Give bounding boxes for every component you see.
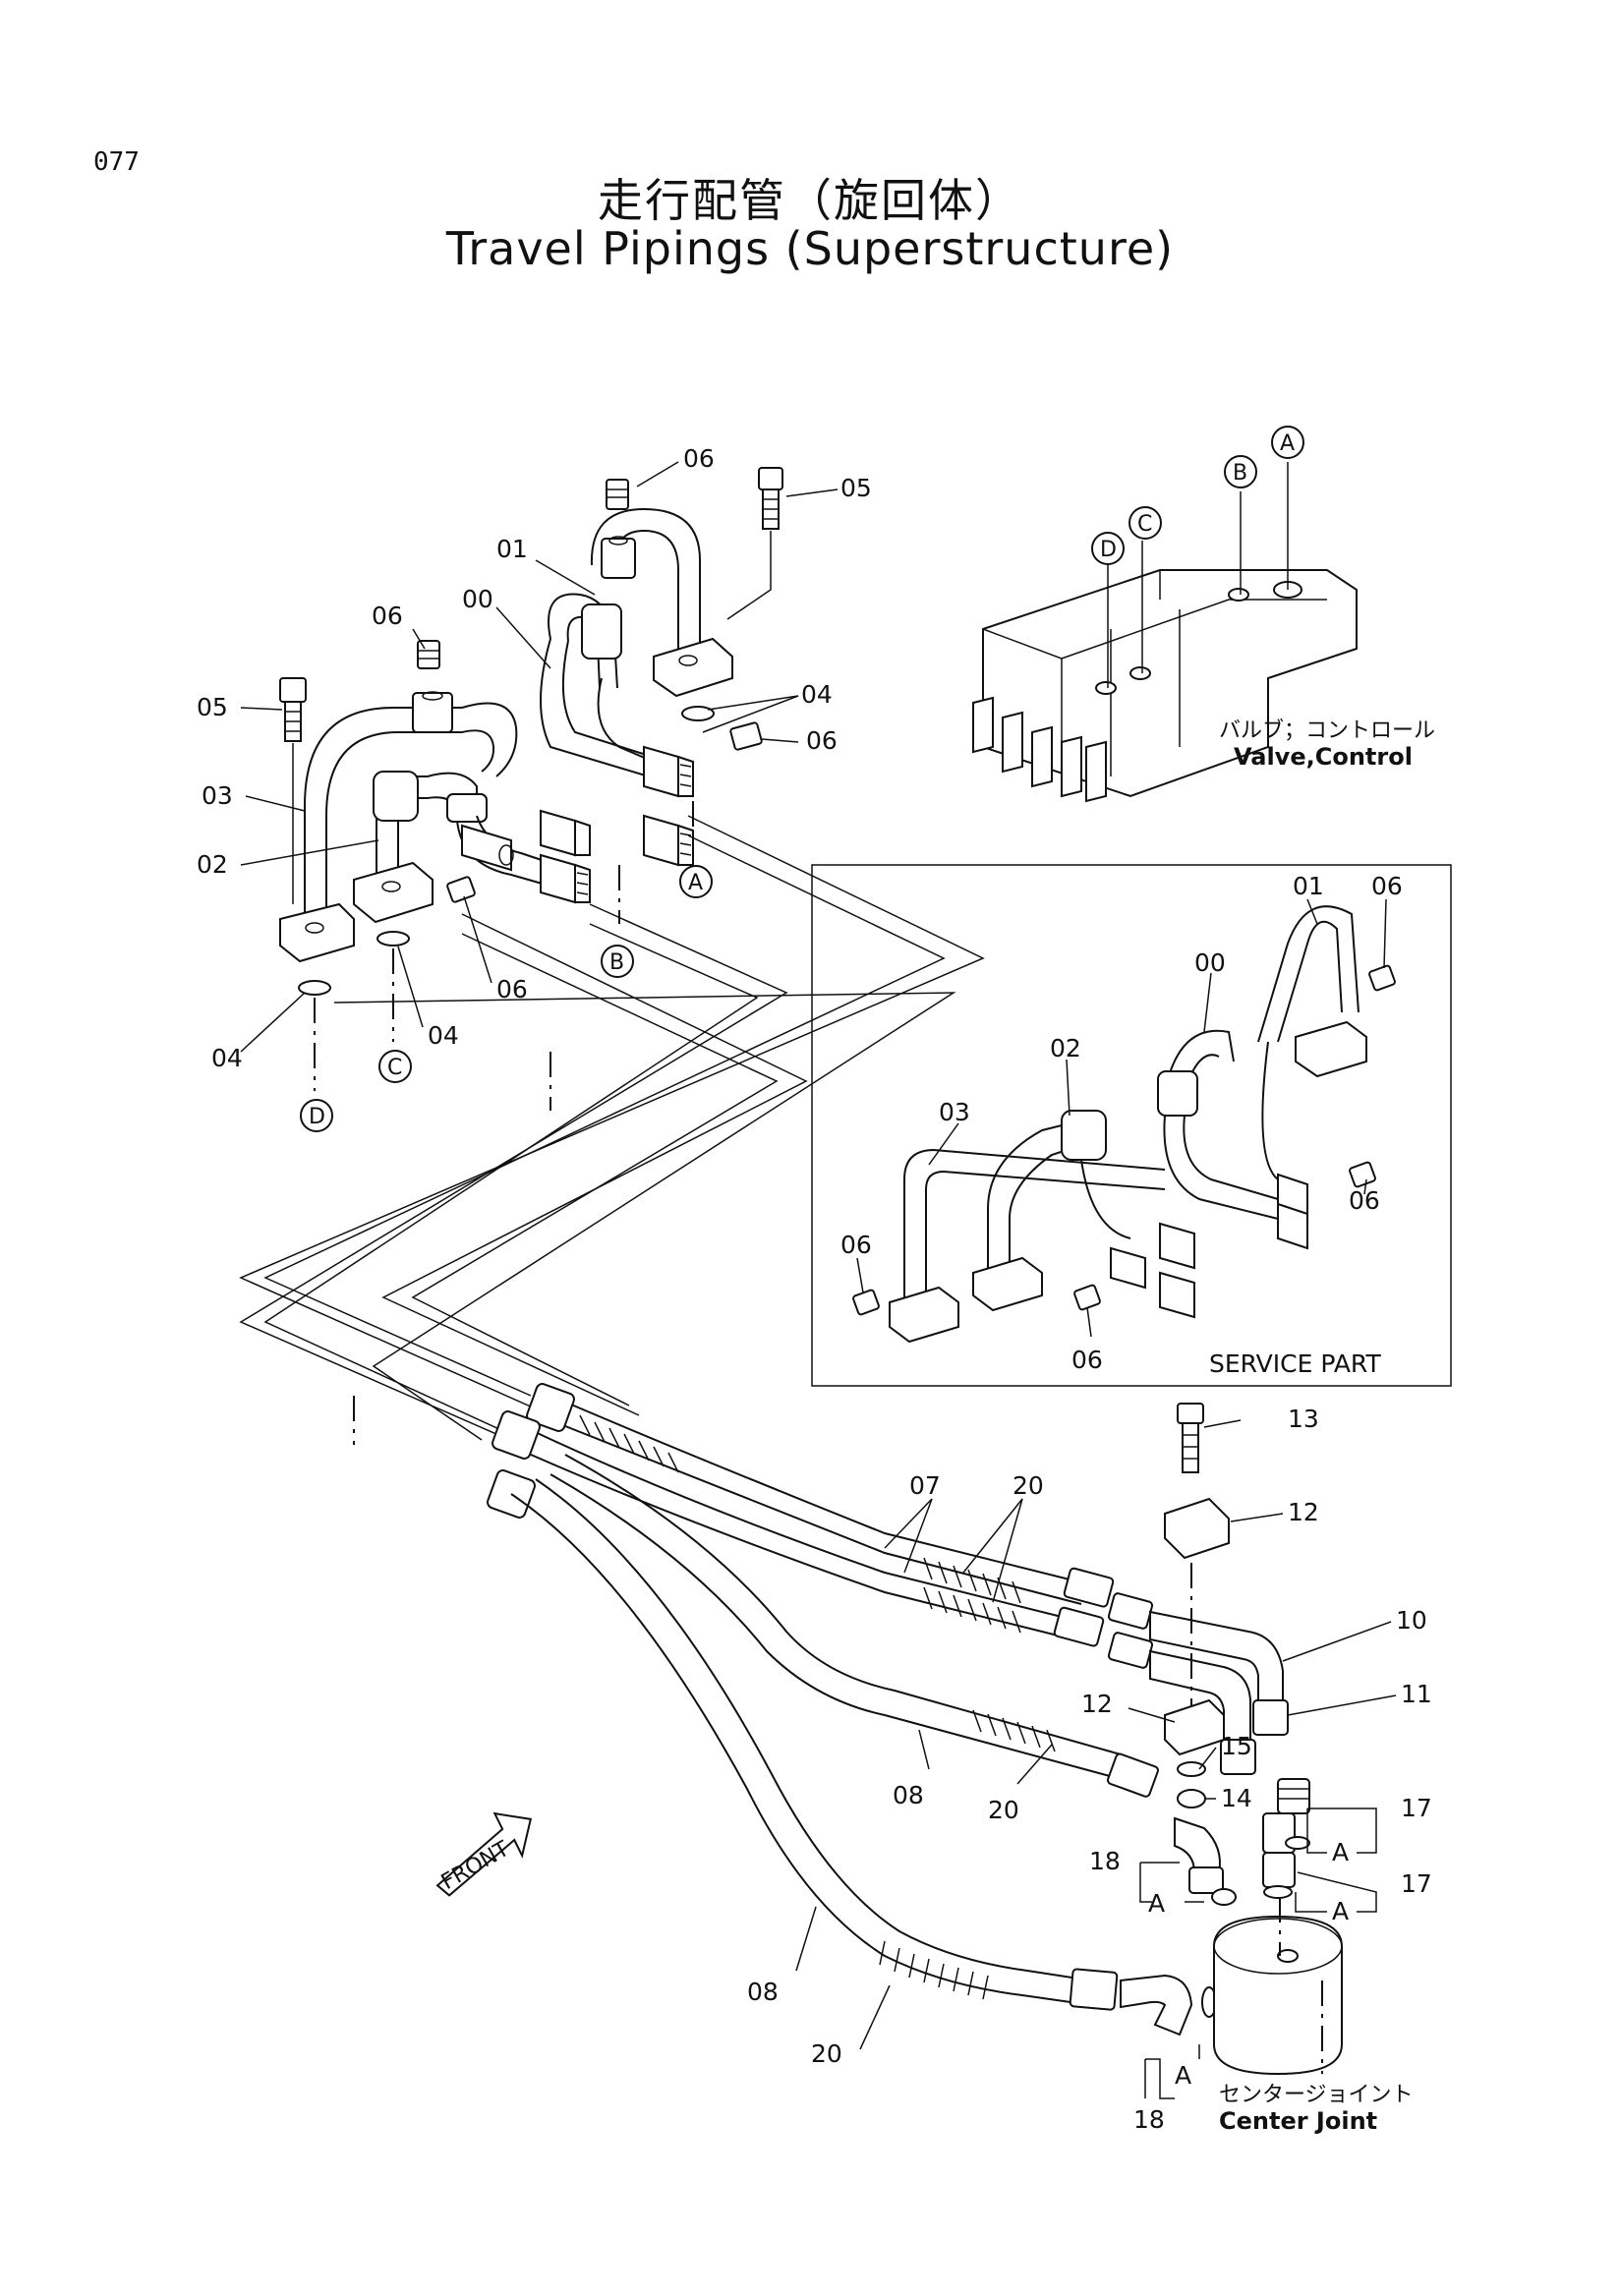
- label-17-upper: 17: [1401, 1794, 1432, 1822]
- label-04-right: 04: [801, 680, 833, 709]
- control-valve: [972, 462, 1358, 803]
- label-10: 10: [1396, 1606, 1427, 1635]
- label-13: 13: [1288, 1405, 1319, 1433]
- label-11: 11: [1401, 1680, 1432, 1708]
- port-tag-a-pipe: A: [679, 865, 713, 898]
- port-tag-c-valve: C: [1128, 506, 1162, 540]
- label-07: 07: [909, 1471, 941, 1500]
- label-03: 03: [202, 781, 233, 810]
- label-15: 15: [1221, 1732, 1252, 1760]
- label-20-lower: 20: [811, 2039, 842, 2068]
- svg-text:C: C: [387, 1056, 402, 1080]
- label-06-lower: 06: [496, 975, 528, 1004]
- label-04-middle: 04: [428, 1021, 459, 1050]
- svg-text:D: D: [1100, 538, 1117, 562]
- label-service-03: 03: [939, 1098, 970, 1126]
- label-14: 14: [1221, 1784, 1252, 1812]
- label-02: 02: [197, 850, 228, 879]
- front-arrow: FRONT: [435, 1811, 533, 1897]
- label-service-06-top: 06: [1371, 872, 1403, 900]
- service-part-box: [811, 864, 1452, 1387]
- port-tag-d-valve: D: [1091, 532, 1125, 565]
- label-a-17-lower: A: [1332, 1897, 1349, 1925]
- label-20-middle: 20: [988, 1796, 1019, 1824]
- port-tag-b-valve: B: [1224, 455, 1257, 488]
- port-tag-d-pipe: D: [300, 1099, 333, 1132]
- center-joint-caption-jp: センタージョイント: [1219, 2083, 1414, 2107]
- label-18-lower: 18: [1133, 2105, 1165, 2134]
- valve-caption-jp: バルブ；コントロール: [1219, 718, 1435, 743]
- hose-assembly: [487, 1383, 1343, 2076]
- label-06-top: 06: [683, 444, 715, 473]
- center-joint-caption-en: Center Joint: [1219, 2107, 1377, 2135]
- service-part-label: SERVICE PART: [1209, 1349, 1381, 1378]
- label-00: 00: [462, 585, 493, 613]
- pipe-assembly-upper: [279, 467, 783, 1091]
- label-05-top: 05: [840, 474, 872, 502]
- label-04-left: 04: [211, 1044, 243, 1072]
- port-tag-b-pipe: B: [601, 945, 634, 978]
- label-20-top: 20: [1012, 1471, 1044, 1500]
- valve-caption-en: Valve,Control: [1234, 743, 1413, 771]
- label-service-06-right: 06: [1349, 1186, 1380, 1215]
- page-number: 077: [93, 147, 140, 177]
- label-service-01: 01: [1293, 872, 1324, 900]
- label-06-left-top: 06: [372, 602, 403, 630]
- title-english: Travel Pipings (Superstructure): [445, 222, 1175, 275]
- label-08-middle: 08: [893, 1781, 924, 1809]
- label-18-middle: 18: [1089, 1847, 1121, 1875]
- label-12-lower: 12: [1081, 1690, 1113, 1718]
- svg-text:D: D: [309, 1105, 325, 1129]
- label-12-top: 12: [1288, 1498, 1319, 1526]
- svg-text:B: B: [609, 950, 624, 975]
- label-service-02: 02: [1050, 1034, 1081, 1062]
- port-tag-c-pipe: C: [378, 1050, 412, 1083]
- svg-text:C: C: [1137, 512, 1152, 537]
- label-a-lower: A: [1175, 2061, 1191, 2090]
- label-05-left: 05: [197, 693, 228, 721]
- label-06-right: 06: [806, 726, 838, 755]
- svg-text:A: A: [1280, 431, 1295, 456]
- label-08-lower: 08: [747, 1978, 779, 2006]
- svg-text:A: A: [688, 871, 703, 895]
- label-service-00: 00: [1194, 948, 1226, 977]
- port-tag-a-valve: A: [1271, 426, 1304, 459]
- label-a-middle: A: [1148, 1889, 1165, 1918]
- label-service-06-left: 06: [840, 1231, 872, 1259]
- label-01: 01: [496, 535, 528, 563]
- label-service-06-bottom: 06: [1071, 1346, 1103, 1374]
- front-label: FRONT: [437, 1837, 514, 1896]
- title-japanese: 走行配管（旋回体）: [598, 174, 1022, 227]
- label-a-17-upper: A: [1332, 1838, 1349, 1866]
- routing-lines: [239, 815, 985, 1446]
- svg-text:B: B: [1233, 461, 1247, 486]
- label-17-lower: 17: [1401, 1869, 1432, 1898]
